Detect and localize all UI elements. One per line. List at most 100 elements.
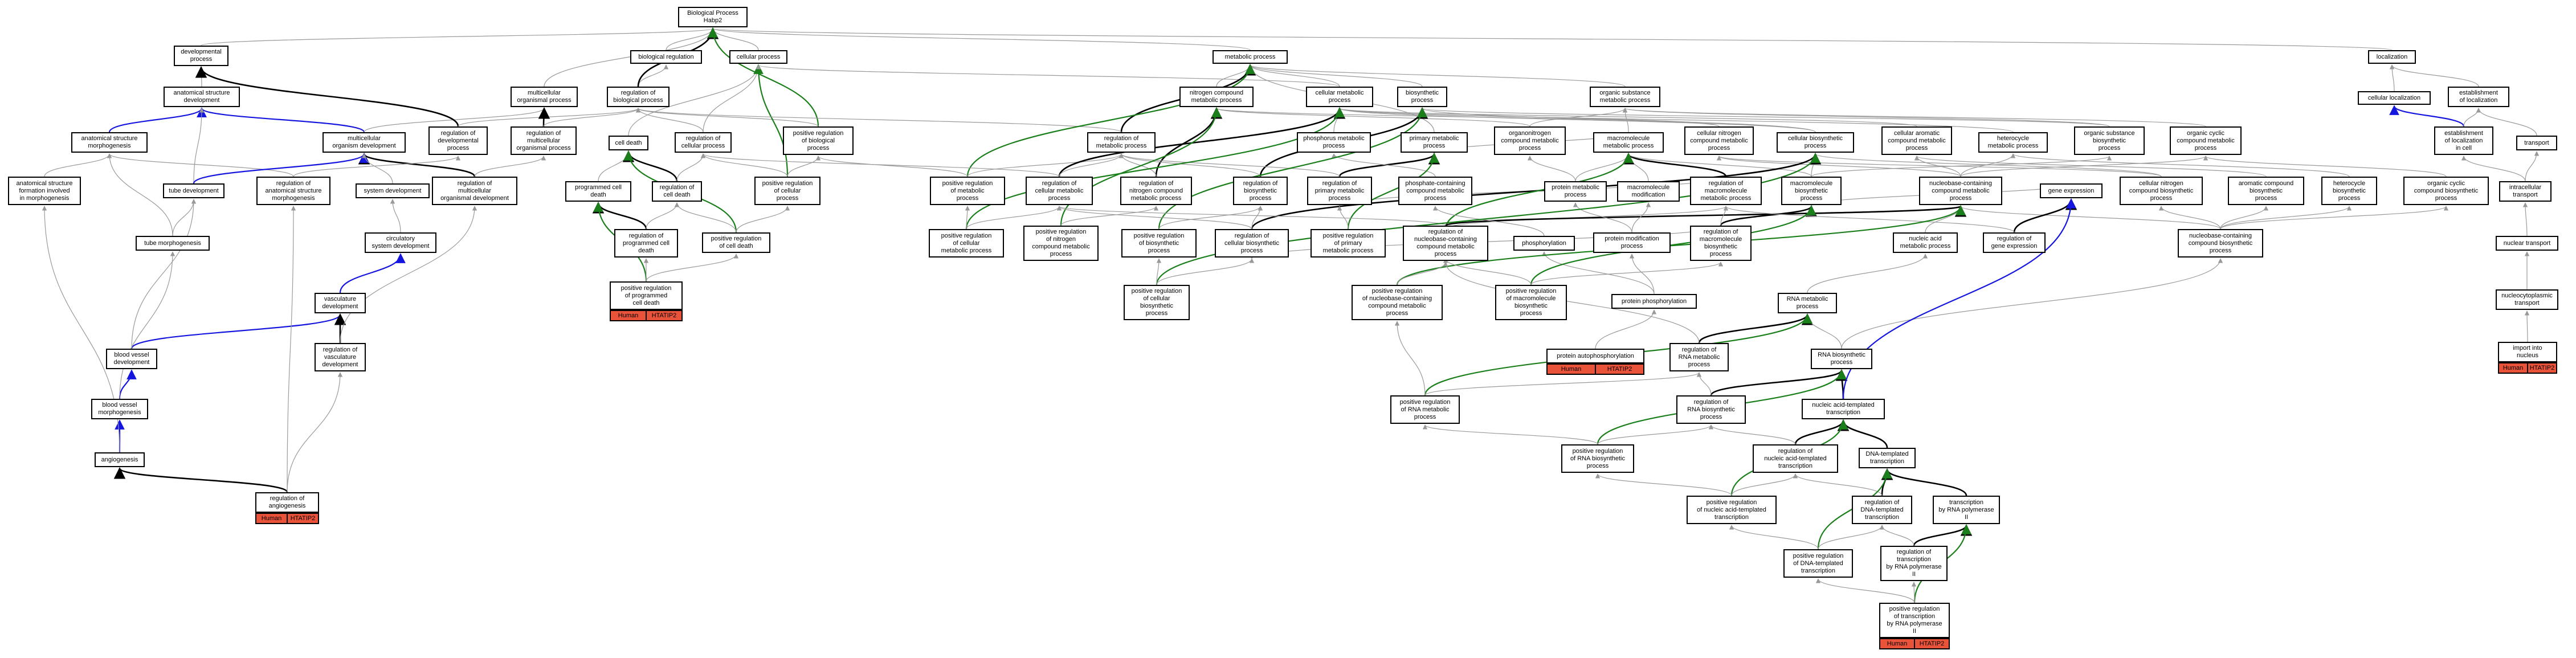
go-term-cell-death[interactable]: cell death	[609, 136, 648, 150]
go-term-positive-regulation-of-primary-metabolic-process[interactable]: positive regulation of primary metabolic…	[1311, 229, 1386, 258]
go-term-regulation-of-nitrogen-compound-metabolic-process[interactable]: regulation of nitrogen compound metaboli…	[1120, 177, 1192, 205]
go-term-biosynthetic-process[interactable]: biosynthetic process	[1397, 87, 1447, 107]
go-term-cellular-nitrogen-compound-metabolic-process[interactable]: cellular nitrogen compound metabolic pro…	[1684, 126, 1754, 155]
go-term-transcription-by-rna-polymerase-ii[interactable]: transcription by RNA polymerase II	[1933, 496, 2000, 524]
go-term-positive-regulation-of-dna-templated-transcription[interactable]: positive regulation of DNA-templated tra…	[1783, 549, 1853, 578]
go-term-positive-regulation-of-cellular-metabolic-process[interactable]: positive regulation of cellular metaboli…	[929, 229, 1004, 258]
go-term-regulation-of-rna-biosynthetic-process[interactable]: regulation of RNA biosynthetic process	[1676, 395, 1746, 424]
go-term-protein-modification-process[interactable]: protein modification process	[1593, 232, 1671, 253]
go-term-anatomical-structure-morphogenesis[interactable]: anatomical structure morphogenesis	[71, 132, 148, 153]
go-term-phosphate-containing-compound-metabolic-process[interactable]: phosphate-containing compound metabolic …	[1398, 177, 1472, 205]
go-term-regulation-of-macromolecule-metabolic-process[interactable]: regulation of macromolecule metabolic pr…	[1690, 177, 1762, 205]
go-term-anatomical-structure-development[interactable]: anatomical structure development	[164, 87, 240, 107]
go-term-circulatory-system-development[interactable]: circulatory system development	[365, 232, 436, 253]
go-term-positive-regulation-of-biosynthetic-process[interactable]: positive regulation of biosynthetic proc…	[1121, 229, 1197, 258]
go-term-dna-templated-transcription[interactable]: DNA-templated transcription	[1859, 448, 1916, 468]
go-term-multicellular-organismal-process[interactable]: multicellular organismal process	[511, 87, 578, 107]
go-term-import-into-nucleus[interactable]: import into nucleus	[2498, 342, 2557, 362]
go-term-organonitrogen-compound-metabolic-process[interactable]: organonitrogen compound metabolic proces…	[1494, 126, 1566, 155]
go-term-tube-development[interactable]: tube development	[163, 183, 224, 198]
go-term-vasculature-development[interactable]: vasculature development	[315, 293, 366, 313]
go-term-primary-metabolic-process[interactable]: primary metabolic process	[1401, 132, 1468, 153]
go-term-positive-regulation-of-programmed-cell-death[interactable]: positive regulation of programmed cell d…	[610, 281, 683, 310]
go-term-nuclear-transport[interactable]: nuclear transport	[2496, 236, 2558, 251]
go-term-protein-autophosphorylation[interactable]: protein autophosphorylation	[1546, 349, 1644, 363]
go-term-positive-regulation-of-cellular-process[interactable]: positive regulation of cellular process	[754, 177, 820, 205]
go-term-regulation-of-primary-metabolic-process[interactable]: regulation of primary metabolic process	[1307, 177, 1372, 205]
go-term-positive-regulation-of-metabolic-process[interactable]: positive regulation of metabolic process	[930, 177, 1005, 205]
go-term-regulation-of-nucleic-acid-templated-transcription[interactable]: regulation of nucleic acid-templated tra…	[1753, 444, 1838, 473]
go-term-rna-metabolic-process[interactable]: RNA metabolic process	[1778, 293, 1837, 313]
go-term-cellular-biosynthetic-process[interactable]: cellular biosynthetic process	[1777, 132, 1854, 153]
go-term-regulation-of-transcription-by-rna-polymerase-ii[interactable]: regulation of transcription by RNA polym…	[1880, 546, 1948, 581]
go-term-regulation-of-metabolic-process[interactable]: regulation of metabolic process	[1087, 132, 1156, 153]
go-term-phosphorus-metabolic-process[interactable]: phosphorus metabolic process	[1297, 132, 1371, 153]
go-term-macromolecule-modification[interactable]: macromolecule modification	[1617, 181, 1680, 202]
go-term-rna-biosynthetic-process[interactable]: RNA biosynthetic process	[1811, 349, 1872, 369]
go-term-phosphorylation[interactable]: phosphorylation	[1513, 236, 1575, 251]
go-term-positive-regulation-of-rna-biosynthetic-process[interactable]: positive regulation of RNA biosynthetic …	[1561, 444, 1634, 473]
go-term-nucleobase-containing-compound-metabolic-process[interactable]: nucleobase-containing compound metabolic…	[1919, 177, 2002, 205]
go-term-protein-phosphorylation[interactable]: protein phosphorylation	[1611, 294, 1697, 309]
go-term-regulation-of-gene-expression[interactable]: regulation of gene expression	[1983, 232, 2046, 253]
go-term-regulation-of-programmed-cell-death[interactable]: regulation of programmed cell death	[614, 229, 678, 258]
go-term-localization[interactable]: localization	[2368, 50, 2416, 64]
go-term-cellular-metabolic-process[interactable]: cellular metabolic process	[1306, 87, 1373, 107]
go-term-positive-regulation-of-nucleobase-containing-compound-metabolic-process[interactable]: positive regulation of nucleobase-contai…	[1352, 285, 1443, 320]
go-term-anatomical-structure-formation[interactable]: anatomical structure formation involved …	[8, 177, 81, 205]
go-term-biological-process[interactable]: Biological Process Habp2	[678, 7, 748, 27]
go-term-regulation-of-biosynthetic-process[interactable]: regulation of biosynthetic process	[1233, 177, 1288, 205]
go-term-macromolecule-biosynthetic-process[interactable]: macromolecule biosynthetic process	[1781, 177, 1842, 205]
go-term-positive-regulation-of-rna-metabolic-process[interactable]: positive regulation of RNA metabolic pro…	[1390, 395, 1460, 424]
go-term-heterocycle-metabolic-process[interactable]: heterocycle metabolic process	[1978, 132, 2048, 153]
go-term-regulation-of-developmental-process[interactable]: regulation of developmental process	[428, 126, 488, 155]
go-term-multicellular-organism-development[interactable]: multicellular organism development	[322, 132, 406, 153]
go-term-cellular-nitrogen-compound-biosynthetic-process[interactable]: cellular nitrogen compound biosynthetic …	[2120, 177, 2203, 205]
go-term-developmental-process[interactable]: developmental process	[174, 46, 228, 66]
go-term-cellular-process[interactable]: cellular process	[729, 50, 787, 64]
go-term-programmed-cell-death[interactable]: programmed cell death	[565, 181, 631, 202]
go-term-regulation-of-dna-templated-transcription[interactable]: regulation of DNA-templated transcriptio…	[1852, 496, 1912, 524]
go-term-organic-substance-metabolic-process[interactable]: organic substance metabolic process	[1590, 87, 1660, 107]
go-term-regulation-of-rna-metabolic-process[interactable]: regulation of RNA metabolic process	[1669, 343, 1729, 371]
go-term-establishment-of-localization-in-cell[interactable]: establishment of localization in cell	[2434, 126, 2493, 155]
go-term-positive-regulation-of-macromolecule-biosynthetic-process[interactable]: positive regulation of macromolecule bio…	[1495, 285, 1567, 320]
go-term-blood-vessel-development[interactable]: blood vessel development	[106, 349, 157, 369]
go-term-blood-vessel-morphogenesis[interactable]: blood vessel morphogenesis	[91, 399, 148, 419]
go-term-positive-regulation-of-cellular-biosynthetic-process[interactable]: positive regulation of cellular biosynth…	[1124, 285, 1190, 320]
go-term-regulation-of-multicellular-organismal-process[interactable]: regulation of multicellular organismal p…	[511, 126, 577, 155]
go-term-regulation-of-cell-death[interactable]: regulation of cell death	[652, 181, 702, 202]
go-term-protein-metabolic-process[interactable]: protein metabolic process	[1544, 181, 1607, 202]
go-term-regulation-of-cellular-metabolic-process[interactable]: regulation of cellular metabolic process	[1026, 177, 1093, 205]
go-term-tube-morphogenesis[interactable]: tube morphogenesis	[136, 236, 210, 251]
go-term-regulation-of-cellular-process[interactable]: regulation of cellular process	[675, 132, 732, 153]
go-term-positive-regulation-of-nitrogen-compound-metabolic-process[interactable]: positive regulation of nitrogen compound…	[1023, 226, 1099, 261]
go-term-positive-regulation-of-transcription-by-rna-polymerase-ii[interactable]: positive regulation of transcription by …	[1879, 603, 1950, 638]
go-term-regulation-of-angiogenesis[interactable]: regulation of angiogenesis	[255, 492, 319, 513]
go-term-biological-regulation[interactable]: biological regulation	[630, 50, 702, 64]
go-term-macromolecule-metabolic-process[interactable]: macromolecule metabolic process	[1593, 132, 1664, 153]
go-term-regulation-of-anatomical-structure-morphogenesis[interactable]: regulation of anatomical structure morph…	[256, 177, 330, 205]
go-term-intracellular-transport[interactable]: intracellular transport	[2499, 181, 2551, 202]
go-term-cellular-aromatic-compound-metabolic-process[interactable]: cellular aromatic compound metabolic pro…	[1881, 126, 1952, 155]
go-term-regulation-of-nucleobase-containing-compound-metabolic-process[interactable]: regulation of nucleobase-containing comp…	[1403, 226, 1488, 261]
go-term-gene-expression[interactable]: gene expression	[2040, 183, 2103, 198]
go-term-angiogenesis[interactable]: angiogenesis	[95, 452, 145, 467]
go-term-regulation-of-biological-process[interactable]: regulation of biological process	[607, 87, 669, 107]
go-term-establishment-of-localization[interactable]: establishment of localization	[2448, 87, 2509, 107]
go-term-system-development[interactable]: system development	[356, 183, 430, 198]
go-term-nucleobase-containing-compound-biosynthetic-process[interactable]: nucleobase-containing compound biosynthe…	[2178, 229, 2263, 258]
go-term-regulation-of-multicellular-organismal-development[interactable]: regulation of multicellular organismal d…	[432, 177, 517, 205]
go-term-nucleic-acid-metabolic-process[interactable]: nucleic acid metabolic process	[1893, 232, 1958, 253]
go-term-nitrogen-compound-metabolic-process[interactable]: nitrogen compound metabolic process	[1179, 87, 1254, 107]
go-term-cellular-localization[interactable]: cellular localization	[2358, 91, 2431, 105]
go-term-organic-substance-biosynthetic-process[interactable]: organic substance biosynthetic process	[2074, 126, 2145, 155]
go-term-regulation-of-vasculature-development[interactable]: regulation of vasculature development	[315, 343, 366, 371]
go-term-transport[interactable]: transport	[2516, 136, 2557, 150]
go-term-regulation-of-macromolecule-biosynthetic-process[interactable]: regulation of macromolecule biosynthetic…	[1690, 226, 1752, 261]
go-term-nucleocytoplasmic-transport[interactable]: nucleocytoplasmic transport	[2496, 289, 2558, 310]
